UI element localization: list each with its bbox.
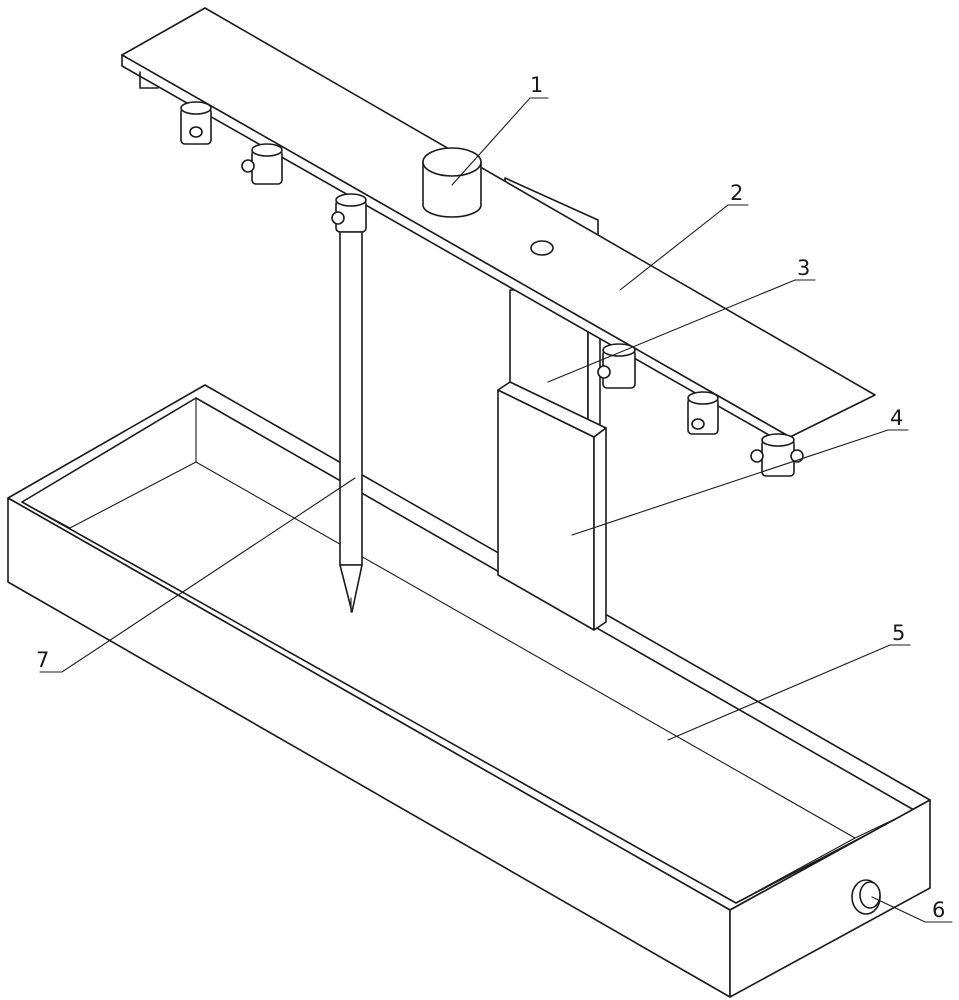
leader-7 <box>39 477 356 673</box>
top-beam <box>121 7 876 448</box>
label-3: 3 <box>797 256 810 280</box>
tray-inner-back-edge <box>69 461 915 839</box>
nozzle-f <box>750 433 804 477</box>
nozzle-row <box>180 101 804 477</box>
leader-1 <box>451 97 549 186</box>
nozzle-c <box>331 193 367 233</box>
nozzle-e <box>687 391 719 435</box>
label-4: 4 <box>890 406 903 430</box>
leader-2 <box>619 204 749 291</box>
beam-hole <box>530 240 554 256</box>
label-7: 7 <box>36 648 49 672</box>
leader-6 <box>871 896 953 923</box>
nozzle-a <box>180 101 212 145</box>
beam-top <box>121 7 876 438</box>
beam-front <box>121 54 791 448</box>
probe-pin <box>339 231 363 613</box>
tray-end-wall <box>729 799 931 998</box>
lift-column <box>497 282 607 631</box>
leader-3 <box>547 279 816 383</box>
leader-5 <box>667 644 911 741</box>
top-knob <box>422 147 482 218</box>
nozzle-d <box>597 343 636 389</box>
label-2: 2 <box>730 181 743 205</box>
label-5: 5 <box>892 621 905 645</box>
nozzle-b <box>241 143 283 185</box>
label-1: 1 <box>530 73 543 97</box>
leader-4 <box>571 429 909 536</box>
part-labels: 1 2 3 4 5 6 7 <box>36 73 945 922</box>
drain-plug <box>851 879 881 915</box>
leader-lines <box>39 97 953 923</box>
label-6: 6 <box>932 898 945 922</box>
tray <box>7 384 931 998</box>
